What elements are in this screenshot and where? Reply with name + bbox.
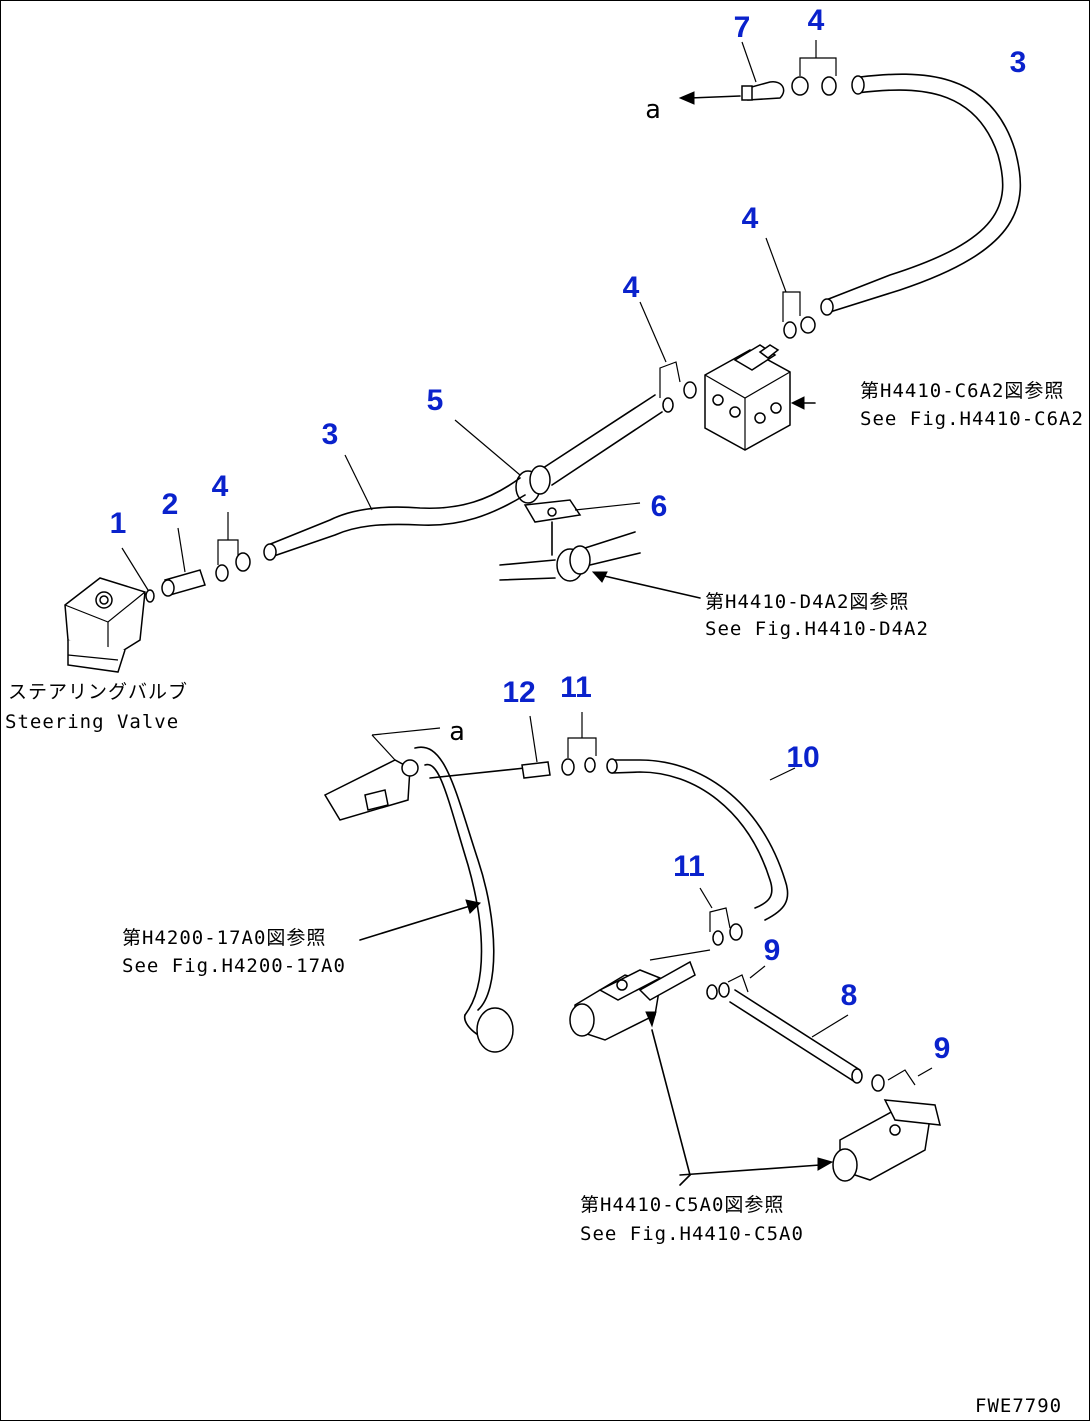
callout-11-lower: 11 xyxy=(673,850,705,883)
o-rings-11-lower xyxy=(699,887,743,946)
note-c6a2-en: See Fig.H4410-C6A2 xyxy=(860,408,1084,430)
note-c6a2-jp: 第H4410-C6A2図参照 xyxy=(860,380,1064,402)
callout-12: 12 xyxy=(502,676,535,709)
bracket-6 xyxy=(523,499,641,556)
o-rings-4-mid xyxy=(639,301,697,413)
fitting-2 xyxy=(161,527,206,597)
o-rings-4-top xyxy=(791,40,837,96)
frame-pipe xyxy=(499,531,701,599)
note-17a0-en: See Fig.H4200-17A0 xyxy=(122,955,346,977)
callout-5: 5 xyxy=(427,384,444,417)
callout-4-right: 4 xyxy=(742,202,759,235)
hose-3-lower xyxy=(263,454,526,561)
callout-4-lower: 4 xyxy=(212,470,229,503)
pipe-8 xyxy=(729,989,863,1084)
note-d4a2-en: See Fig.H4410-D4A2 xyxy=(705,618,929,640)
callout-9-upper: 9 xyxy=(764,934,781,967)
label-steering-valve-jp: ステアリングバルブ xyxy=(8,680,188,703)
callout-11-top: 11 xyxy=(560,671,592,704)
pipe-middle xyxy=(539,394,663,486)
ref-a-bottom: a xyxy=(449,717,465,747)
callout-7: 7 xyxy=(734,11,751,44)
note-c5a0-en: See Fig.H4410-C5A0 xyxy=(580,1223,804,1245)
o-rings-4-lower xyxy=(215,512,251,582)
fitting-9-upper xyxy=(706,965,766,1000)
tube-to-12 xyxy=(429,767,526,779)
drawing-number: FWE7790 xyxy=(975,1395,1062,1417)
callout-6: 6 xyxy=(651,490,668,523)
callout-3-lower: 3 xyxy=(322,418,339,451)
note-d4a2-jp: 第H4410-D4A2図参照 xyxy=(705,591,909,613)
o-ring-1 xyxy=(121,547,155,603)
callout-2: 2 xyxy=(162,488,179,521)
callout-8: 8 xyxy=(841,979,858,1012)
label-steering-valve-en: Steering Valve xyxy=(5,711,179,733)
fitting-9-lower xyxy=(871,1067,933,1092)
hose-3-upper xyxy=(820,73,1022,316)
clamp-5 xyxy=(454,419,551,504)
note-c5a0-jp: 第H4410-C5A0図参照 xyxy=(580,1194,784,1216)
callout-1: 1 xyxy=(110,507,127,540)
brake-valve-left xyxy=(569,949,711,1041)
hose-10 xyxy=(606,758,796,921)
o-rings-4-right xyxy=(765,237,816,339)
fitting-12 xyxy=(521,715,551,779)
valve-block xyxy=(704,344,816,451)
brake-valve-right xyxy=(679,1099,941,1182)
callout-10: 10 xyxy=(786,741,819,774)
callout-3-upper: 3 xyxy=(1010,46,1027,79)
callout-4-top: 4 xyxy=(808,4,825,37)
ref-a-top: a xyxy=(645,95,661,125)
o-rings-11-top xyxy=(561,712,597,776)
note-17a0-jp: 第H4200-17A0図参照 xyxy=(122,927,326,949)
c5a0-leaders xyxy=(651,1029,691,1186)
callout-9-lower: 9 xyxy=(934,1032,951,1065)
elbow-7 xyxy=(678,81,785,105)
callout-4-mid: 4 xyxy=(623,271,640,304)
pedal-valve-assembly xyxy=(323,727,514,1053)
steering-valve xyxy=(64,577,146,673)
